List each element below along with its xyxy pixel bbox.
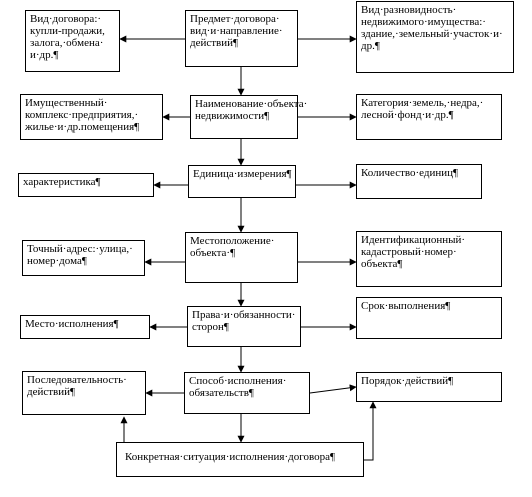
box-contract-type: Вид·договора:· купли-продажи, залога,·об… — [25, 10, 120, 72]
box-order: Порядок·действий¶ — [356, 372, 502, 402]
box-term: Срок·выполнения¶ — [356, 297, 502, 339]
box-situation: Конкретная·ситуация·исполнения·договора¶ — [116, 442, 364, 477]
box-unit: Единица·измерения¶ — [188, 165, 296, 198]
box-rights: Права·и·обязанности· сторон¶ — [187, 306, 301, 347]
box-sequence: Последовательность· действий¶ — [22, 371, 146, 415]
box-place: Место·исполнения¶ — [20, 315, 150, 339]
arrow-method-to-order — [309, 384, 357, 394]
arrow-situation-to-order — [364, 401, 377, 461]
box-property-kind: Вид·разновидность· недвижимого·имущества… — [356, 1, 514, 73]
box-location: Местоположение· объекта·¶ — [185, 232, 298, 283]
box-subject: Предмет·договора· вид·и·направление· дей… — [185, 10, 298, 67]
box-method: Способ·исполнения· обязательств¶ — [184, 372, 310, 414]
box-quantity: Количество·единиц¶ — [356, 164, 482, 199]
box-characteristic: характеристика¶ — [18, 173, 154, 197]
box-property-complex: Имущественный· комплекс·предприятия,· жи… — [20, 94, 163, 140]
box-land-category: Категория·земель,·недра,· лесной·фонд·и·… — [356, 94, 502, 140]
box-object-name: Наименование·объекта· недвижимости¶ — [190, 95, 307, 139]
box-address: Точный·адрес:·улица,· номер·дома¶ — [22, 240, 145, 276]
box-cadastral: Идентификационный· кадастровый·номер· об… — [356, 231, 502, 287]
